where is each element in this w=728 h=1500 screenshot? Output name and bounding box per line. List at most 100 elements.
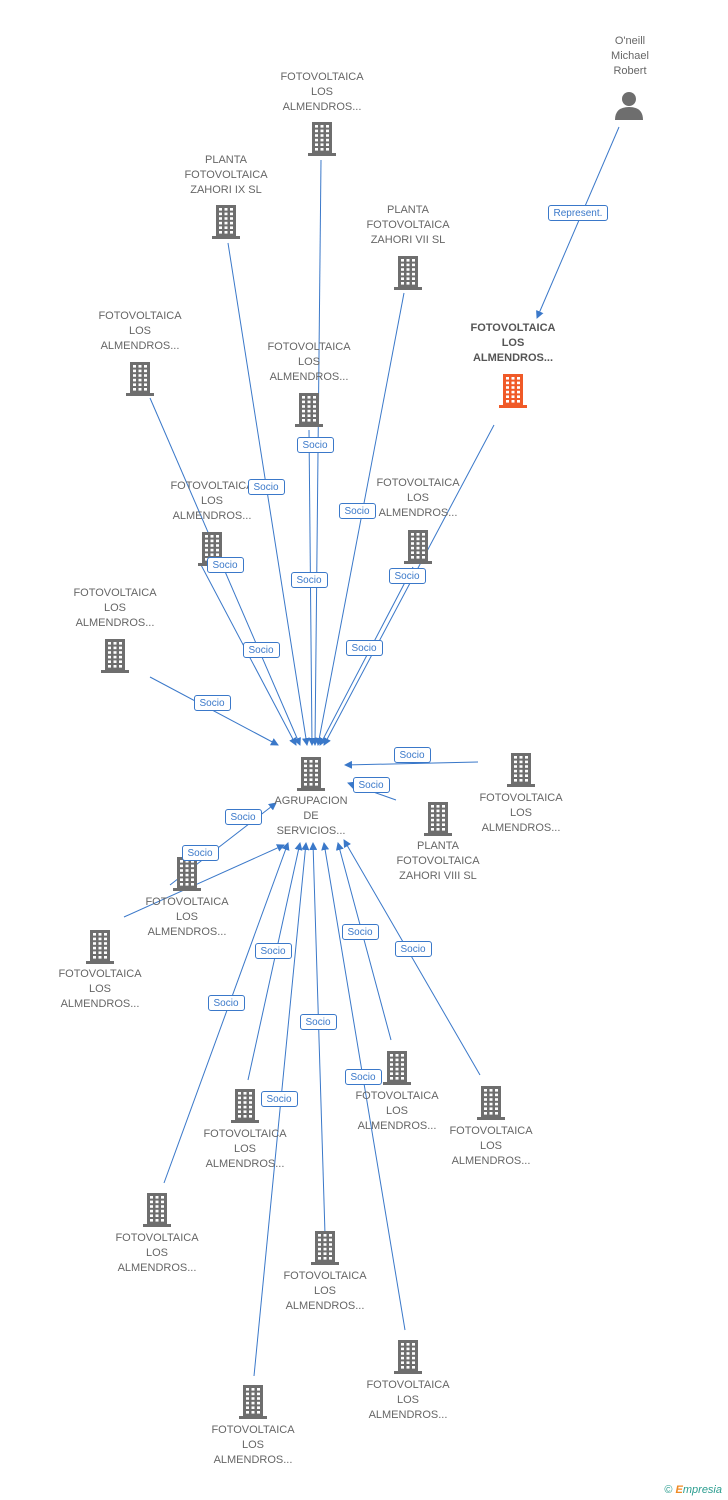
node-label-n14[interactable]: FOTOVOLTAICA LOS ALMENDROS... [40,967,160,1012]
node-label-n2[interactable]: PLANTA FOTOVOLTAICA ZAHORI IX SL [166,153,286,198]
node-n7-icon-wrap[interactable] [293,393,325,432]
node-n3-icon-wrap[interactable] [392,256,424,295]
edge-label-n20[interactable]: Socio [344,1069,382,1085]
node-label-n7[interactable]: FOTOVOLTAICA LOS ALMENDROS... [249,340,369,385]
node-label-n8[interactable]: FOTOVOLTAICA LOS ALMENDROS... [152,479,272,524]
building-icon [231,1089,259,1123]
node-label-n16[interactable]: FOTOVOLTAICA LOS ALMENDROS... [185,1127,305,1172]
edge-n10-to-hub [149,676,279,746]
edge-label-n14[interactable]: Socio [181,845,219,861]
node-label-text: FOTOVOLTAICA LOS ALMENDROS... [280,71,364,113]
node-label-text: FOTOVOLTAICA LOS ALMENDROS... [73,587,157,629]
node-label-text: FOTOVOLTAICA LOS ALMENDROS... [115,1232,199,1274]
node-label-n11[interactable]: FOTOVOLTAICA LOS ALMENDROS... [461,791,581,836]
node-label-n13[interactable]: FOTOVOLTAICA LOS ALMENDROS... [127,895,247,940]
edge-label-n1[interactable]: Socio [296,437,334,453]
node-label-text: PLANTA FOTOVOLTAICA ZAHORI VIII SL [396,840,480,882]
node-label-n4[interactable]: O'neill Michael Robert [570,34,690,79]
node-label-n5[interactable]: FOTOVOLTAICA LOS ALMENDROS... [453,321,573,366]
edge-label-n16[interactable]: Socio [254,943,292,959]
node-label-text: FOTOVOLTAICA LOS ALMENDROS... [355,1090,439,1132]
edge-label-n21[interactable]: Socio [260,1091,298,1107]
node-label-n3[interactable]: PLANTA FOTOVOLTAICA ZAHORI VII SL [348,203,468,248]
edge-label-n17[interactable]: Socio [394,941,432,957]
node-label-text: PLANTA FOTOVOLTAICA ZAHORI IX SL [184,154,268,196]
edge-label-n13[interactable]: Socio [224,809,262,825]
node-n20-icon-wrap[interactable] [392,1340,424,1379]
node-n16-icon-wrap[interactable] [229,1089,261,1128]
person-icon [615,92,643,120]
edge-label-n15[interactable]: Socio [341,924,379,940]
edge-label-n3[interactable]: Socio [338,503,376,519]
edge-label-n4[interactable]: Represent. [547,205,609,221]
node-label-n17[interactable]: FOTOVOLTAICA LOS ALMENDROS... [431,1124,551,1169]
brand-footer: © Empresia [664,1484,722,1496]
node-n13-icon-wrap[interactable] [171,857,203,896]
edge-label-n8[interactable]: Socio [242,642,280,658]
node-hub-icon-wrap[interactable] [295,757,327,796]
node-n17-icon-wrap[interactable] [475,1086,507,1125]
building-icon [126,362,154,396]
edge-label-n18[interactable]: Socio [207,995,245,1011]
node-n19-icon-wrap[interactable] [309,1231,341,1270]
node-label-text: PLANTA FOTOVOLTAICA ZAHORI VII SL [366,204,450,246]
node-label-text: FOTOVOLTAICA LOS ALMENDROS... [449,1125,533,1167]
node-label-n19[interactable]: FOTOVOLTAICA LOS ALMENDROS... [265,1269,385,1314]
building-icon [308,122,336,156]
building-icon [394,1340,422,1374]
building-icon [173,857,201,891]
node-n18-icon-wrap[interactable] [141,1193,173,1232]
building-icon [297,757,325,791]
node-label-text: FOTOVOLTAICA LOS ALMENDROS... [283,1270,367,1312]
edge-label-n5[interactable]: Socio [345,640,383,656]
node-n6-icon-wrap[interactable] [124,362,156,401]
node-n9-icon-wrap[interactable] [402,530,434,569]
edge-label-n12[interactable]: Socio [352,777,390,793]
node-n12-icon-wrap[interactable] [422,802,454,841]
node-label-n1[interactable]: FOTOVOLTAICA LOS ALMENDROS... [262,70,382,115]
edge-label-n19[interactable]: Socio [299,1014,337,1030]
node-label-text: FOTOVOLTAICA LOS ALMENDROS... [267,341,351,383]
node-n14-icon-wrap[interactable] [84,930,116,969]
node-n15-icon-wrap[interactable] [381,1051,413,1090]
node-label-text: O'neill Michael Robert [611,35,649,77]
edge-label-n10[interactable]: Socio [193,695,231,711]
edge-n9-to-hub [319,566,414,746]
building-icon [477,1086,505,1120]
edge-n19-to-hub [309,842,326,1235]
edge-label-n2[interactable]: Socio [247,479,285,495]
hub-node-label[interactable]: AGRUPACION DE SERVICIOS... [251,794,371,839]
node-label-n12[interactable]: PLANTA FOTOVOLTAICA ZAHORI VIII SL [378,839,498,884]
node-label-text: FOTOVOLTAICA LOS ALMENDROS... [376,477,460,519]
building-icon [499,374,527,408]
building-icon [295,393,323,427]
node-n11-icon-wrap[interactable] [505,753,537,792]
edge-label-n7[interactable]: Socio [290,572,328,588]
node-n10-icon-wrap[interactable] [99,639,131,678]
node-label-n21[interactable]: FOTOVOLTAICA LOS ALMENDROS... [193,1423,313,1468]
node-label-n10[interactable]: FOTOVOLTAICA LOS ALMENDROS... [55,586,175,631]
node-label-n15[interactable]: FOTOVOLTAICA LOS ALMENDROS... [337,1089,457,1134]
edge-label-n6[interactable]: Socio [206,557,244,573]
edge-label-n11[interactable]: Socio [393,747,431,763]
node-n1-icon-wrap[interactable] [306,122,338,161]
edge-label-n9[interactable]: Socio [388,568,426,584]
edge-n4-to-n5 [536,126,620,319]
node-label-n6[interactable]: FOTOVOLTAICA LOS ALMENDROS... [80,309,200,354]
node-n2-icon-wrap[interactable] [210,205,242,244]
node-n4-icon-wrap[interactable] [614,90,646,125]
node-label-n9[interactable]: FOTOVOLTAICA LOS ALMENDROS... [358,476,478,521]
node-label-text: FOTOVOLTAICA LOS ALMENDROS... [145,896,229,938]
edge-n3-to-hub [315,292,405,746]
node-n21-icon-wrap[interactable] [237,1385,269,1424]
node-label-n20[interactable]: FOTOVOLTAICA LOS ALMENDROS... [348,1378,468,1423]
node-n5-icon-wrap[interactable] [497,374,529,413]
brand-logo-rest: mpresia [682,1484,722,1496]
building-icon [86,930,114,964]
building-icon [311,1231,339,1265]
edge-n15-to-hub [335,842,392,1041]
brand-logo-initial: E [675,1484,683,1496]
node-label-text: FOTOVOLTAICA LOS ALMENDROS... [211,1424,295,1466]
node-label-n18[interactable]: FOTOVOLTAICA LOS ALMENDROS... [97,1231,217,1276]
building-icon [143,1193,171,1227]
